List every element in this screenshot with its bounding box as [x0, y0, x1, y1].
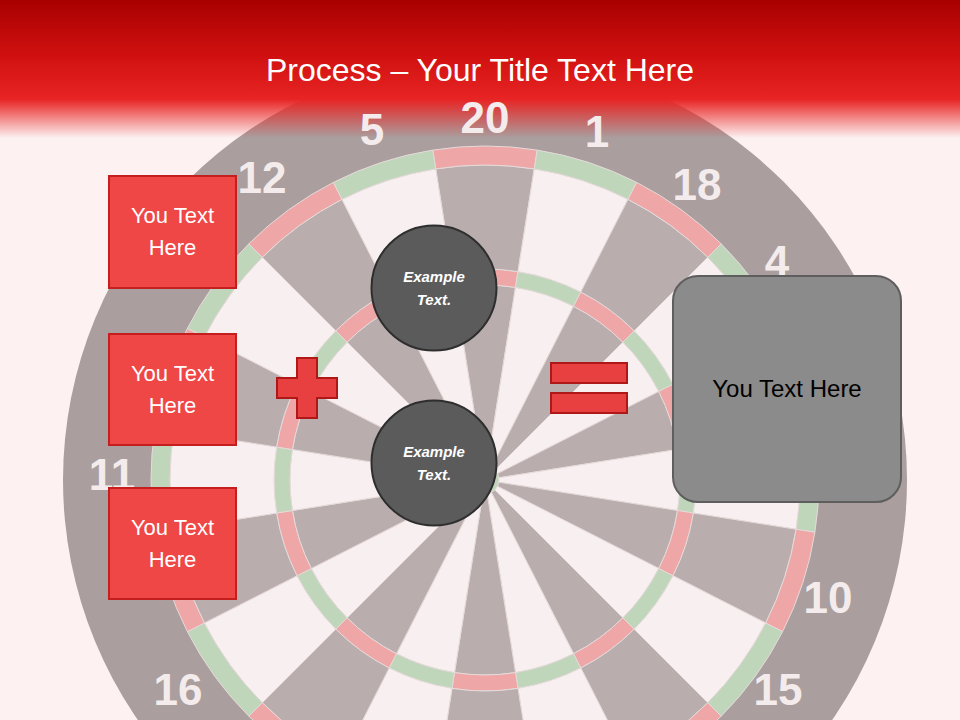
- board-number: 10: [804, 573, 853, 623]
- equals-bar: [551, 363, 627, 383]
- circle-shape: [372, 401, 497, 526]
- process-box: You Text Here: [108, 333, 237, 446]
- node-text: You Text Here: [118, 358, 227, 422]
- text-holder: You Text Here: [118, 200, 227, 264]
- slide-title: Process – Your Title Text Here: [0, 52, 960, 89]
- input-circle: Example Text.: [370, 399, 498, 527]
- circle-outline: [370, 399, 498, 527]
- board-segment: [452, 673, 518, 691]
- board-segment: [628, 703, 721, 720]
- process-box: You Text Here: [108, 487, 237, 600]
- plus-symbol: [277, 358, 337, 418]
- text-holder: You Text Here: [712, 374, 861, 404]
- board-number: 1: [585, 107, 609, 157]
- board-segment: [534, 150, 636, 199]
- board-segment: [249, 703, 342, 720]
- board-segment: [274, 447, 292, 513]
- board-rim: [63, 58, 907, 720]
- circle-outline: [370, 224, 498, 352]
- equals-bar: [551, 393, 627, 413]
- text-holder: Example Text.: [392, 440, 476, 486]
- board-number: 20: [461, 93, 510, 143]
- process-box: You Text Here: [108, 175, 237, 289]
- board-number: 5: [360, 105, 384, 155]
- board-segment: [433, 146, 537, 169]
- circle-shape: [372, 226, 497, 351]
- node-text: Example Text.: [392, 265, 476, 311]
- text-holder: You Text Here: [118, 512, 227, 576]
- board-number: 15: [754, 665, 803, 715]
- board-segment: [518, 668, 628, 720]
- board-number: 12: [238, 153, 287, 203]
- node-text: You Text Here: [118, 512, 227, 576]
- node-text: You Text Here: [118, 200, 227, 264]
- input-circle: Example Text.: [370, 224, 498, 352]
- result-box: You Text Here: [672, 275, 902, 503]
- board-number: 18: [673, 160, 722, 210]
- node-text: Example Text.: [392, 440, 476, 486]
- board-number: 16: [154, 665, 203, 715]
- text-holder: Example Text.: [392, 265, 476, 311]
- node-text: You Text Here: [712, 374, 861, 404]
- board-segment: [333, 150, 435, 199]
- text-holder: You Text Here: [118, 358, 227, 422]
